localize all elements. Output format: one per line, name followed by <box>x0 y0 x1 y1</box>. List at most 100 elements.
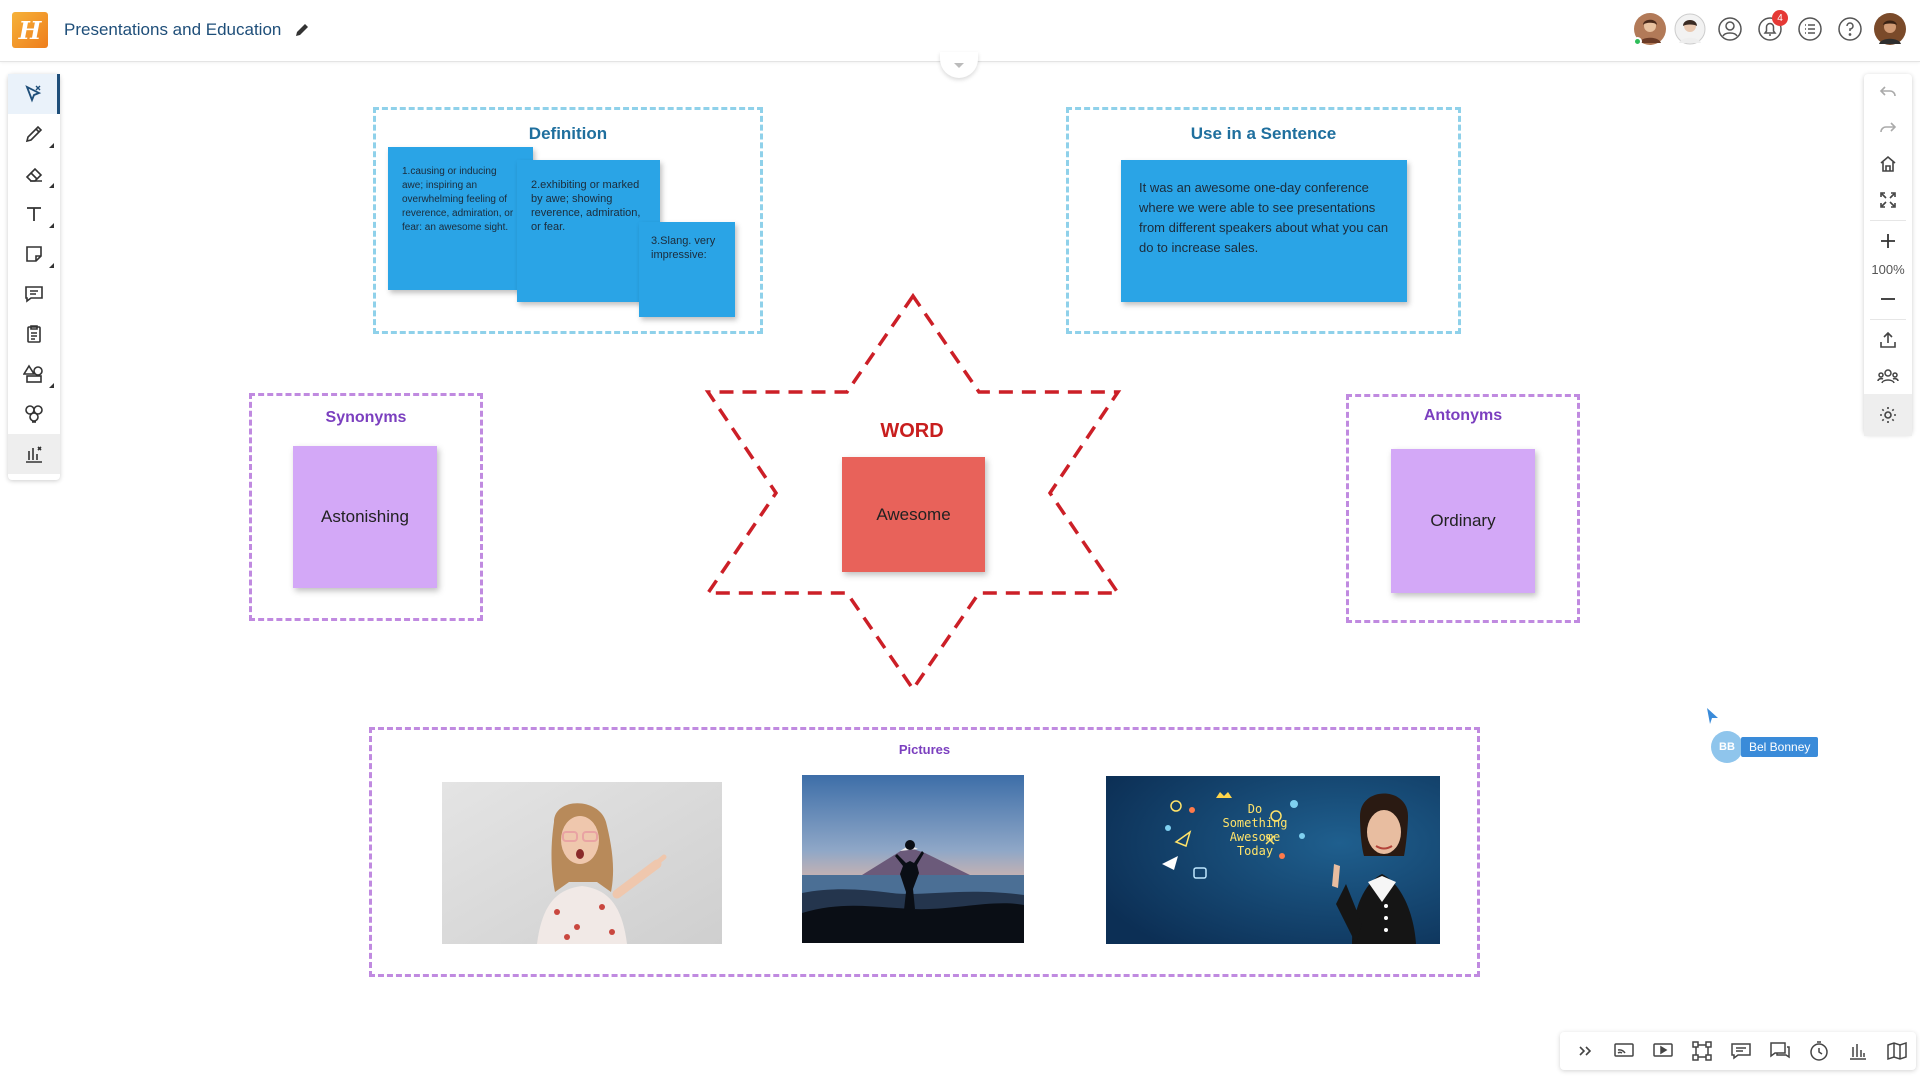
antonyms-title: Antonyms <box>1423 407 1503 424</box>
right-toolbar: 100% <box>1864 74 1912 436</box>
sticky-note-tool[interactable] <box>8 234 60 274</box>
sentence-frame[interactable]: Use in a Sentence <box>1066 107 1461 334</box>
pencil-icon <box>25 125 43 143</box>
text-icon <box>27 207 41 221</box>
sentence-note[interactable]: It was an awesome one-day conference whe… <box>1121 160 1407 302</box>
bar-chart-icon <box>1849 1044 1866 1060</box>
task-list-icon[interactable] <box>1794 13 1826 45</box>
export-button[interactable] <box>1864 322 1912 358</box>
collaborator-avatar-1[interactable] <box>1633 13 1666 46</box>
timer-button[interactable] <box>1799 1032 1838 1070</box>
chat-button[interactable] <box>1722 1032 1761 1070</box>
fit-screen-button[interactable] <box>1864 182 1912 218</box>
templates-icon <box>25 405 43 423</box>
redo-icon <box>1880 122 1897 133</box>
zoom-out-button[interactable] <box>1864 281 1912 317</box>
definition-frame[interactable]: Definition <box>373 107 763 334</box>
sticky-note-icon <box>26 246 42 262</box>
pictures-frame[interactable]: Pictures <box>369 727 1480 977</box>
picture-surprised-woman[interactable] <box>442 782 722 944</box>
presentation-button[interactable] <box>1644 1032 1683 1070</box>
app-logo[interactable]: H <box>12 12 48 48</box>
select-tool[interactable] <box>8 74 60 114</box>
templates-tool[interactable] <box>8 394 60 434</box>
antonyms-frame[interactable]: Antonyms <box>1346 394 1580 623</box>
word-title: WORD <box>880 420 944 442</box>
frames-icon <box>1692 1041 1712 1061</box>
definition-note-3[interactable]: 3.Slang. very impressive: <box>639 222 735 317</box>
edit-title-icon[interactable] <box>292 20 312 40</box>
participants-button[interactable] <box>1864 358 1912 394</box>
board-title[interactable]: Presentations and Education <box>64 20 282 39</box>
comments-icon <box>1770 1042 1790 1059</box>
undo-button[interactable] <box>1864 74 1912 110</box>
frames-button[interactable] <box>1683 1032 1722 1070</box>
collaborator-cursor-icon <box>1707 708 1718 724</box>
shapes-tool[interactable] <box>8 354 60 394</box>
zoom-level: 100% <box>1871 262 1905 277</box>
comment-tool[interactable] <box>8 274 60 314</box>
notifications-badge: 4 <box>1772 10 1788 26</box>
user-profile-icon[interactable] <box>1714 13 1746 45</box>
pen-tool[interactable] <box>8 114 60 154</box>
double-chevron-right-icon <box>1579 1046 1592 1056</box>
my-avatar[interactable] <box>1874 13 1906 45</box>
undo-icon <box>1879 86 1896 97</box>
timer-icon <box>1810 1041 1828 1061</box>
redo-button[interactable] <box>1864 110 1912 146</box>
settings-button[interactable] <box>1864 394 1912 436</box>
comments-button[interactable] <box>1760 1032 1799 1070</box>
definition-note-2[interactable]: 2.exhibiting or marked by awe; showing r… <box>517 160 660 302</box>
chat-icon <box>1731 1043 1751 1060</box>
home-icon <box>1880 155 1896 172</box>
toolbar-divider <box>1870 220 1906 221</box>
definition-note-1[interactable]: 1.causing or inducing awe; inspiring an … <box>388 147 533 290</box>
doodle-text-line-1: Do <box>1247 802 1263 816</box>
picture-woman-doodles[interactable]: Do Something Awesome Today <box>1106 776 1440 944</box>
presentation-icon <box>1653 1043 1673 1057</box>
pictures-title: Pictures <box>898 742 951 757</box>
screen-share-icon <box>1614 1043 1635 1057</box>
top-right-controls: 4 <box>1633 10 1906 46</box>
definition-title: Definition <box>528 124 608 143</box>
voting-button[interactable] <box>1838 1032 1877 1070</box>
antonym-note[interactable]: Ordinary <box>1391 449 1535 593</box>
more-tools[interactable] <box>8 434 60 474</box>
comment-icon <box>25 286 43 303</box>
export-icon <box>1880 331 1896 348</box>
text-tool[interactable] <box>8 194 60 234</box>
screen-share-button[interactable] <box>1605 1032 1644 1070</box>
map-icon <box>1886 1041 1907 1061</box>
bottom-toolbar <box>1560 1032 1916 1070</box>
collaborator-cursor-label: BB Bel Bonney <box>1711 731 1819 763</box>
map-button[interactable] <box>1877 1032 1916 1070</box>
left-toolbar <box>8 74 60 480</box>
picture-mountain-silhouette[interactable] <box>802 775 1024 943</box>
cursor-icon <box>24 85 41 103</box>
doodle-text: Do Something Awesome Today <box>1210 802 1300 858</box>
collaborator-avatar-2[interactable] <box>1674 13 1706 45</box>
clipboard-tool[interactable] <box>8 314 60 354</box>
minus-icon <box>1881 298 1895 300</box>
fit-screen-icon <box>1880 192 1896 208</box>
plus-icon <box>1881 234 1895 248</box>
help-icon[interactable] <box>1834 13 1866 45</box>
eraser-tool[interactable] <box>8 154 60 194</box>
gear-icon <box>1880 407 1896 423</box>
doodle-text-line-4: Today <box>1236 844 1274 858</box>
home-button[interactable] <box>1864 146 1912 182</box>
toolbar-divider <box>1870 319 1906 320</box>
eraser-icon <box>25 167 43 182</box>
hexagram-star-frame[interactable] <box>700 290 1125 700</box>
zoom-in-button[interactable] <box>1864 223 1912 259</box>
synonym-note[interactable]: Astonishing <box>293 446 437 588</box>
collapse-header-button[interactable] <box>940 52 978 78</box>
expand-toolbar-button[interactable] <box>1566 1032 1605 1070</box>
notifications-icon[interactable]: 4 <box>1754 10 1788 45</box>
word-note[interactable]: Awesome <box>842 457 985 572</box>
synonyms-frame[interactable]: Synonyms <box>249 393 483 621</box>
collaborator-name: Bel Bonney <box>1741 737 1819 757</box>
doodle-text-line-3: Awesome <box>1229 830 1281 844</box>
top-bar: H Presentations and Education 4 <box>0 0 1920 62</box>
chart-tools-icon <box>26 446 42 463</box>
